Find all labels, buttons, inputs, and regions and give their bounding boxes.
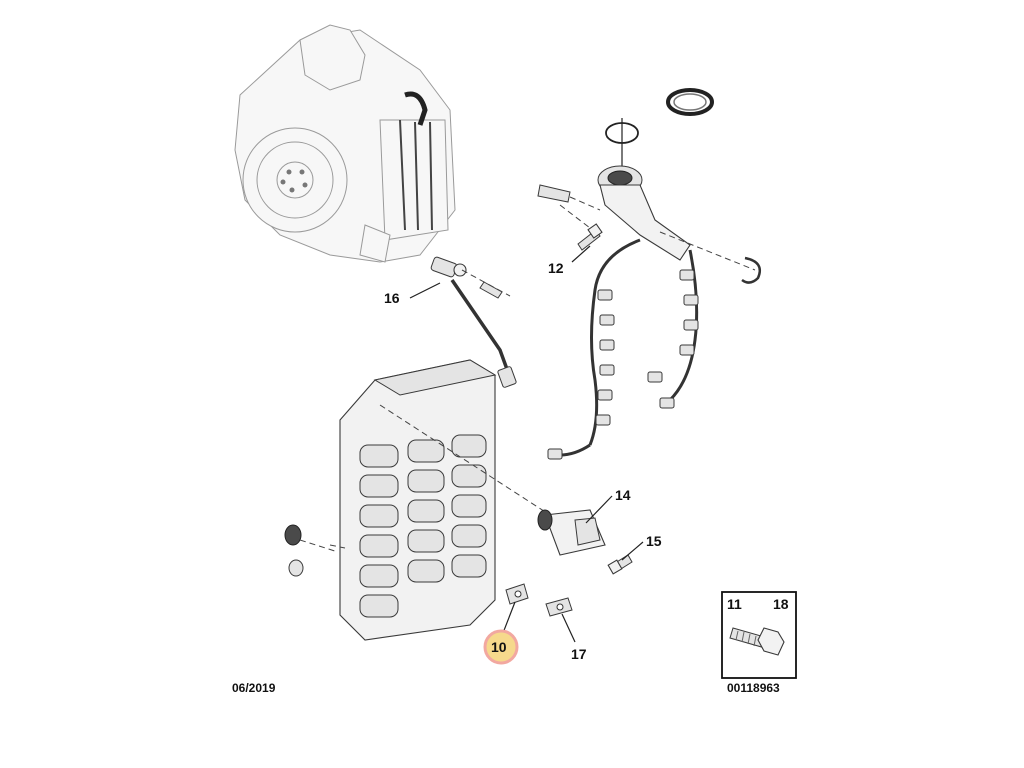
callout-14[interactable]: 14 <box>615 487 631 503</box>
callout-leader-lines <box>409 245 644 643</box>
bolt-part-12 <box>559 204 603 251</box>
callout-15[interactable]: 15 <box>646 533 662 549</box>
transmission-assembly-illustration <box>234 24 456 263</box>
footer-reference: 00118963 <box>727 681 780 695</box>
solenoid-part-14 <box>537 509 606 556</box>
footer-date: 06/2019 <box>232 681 276 695</box>
wiring-harness-assembly <box>537 165 762 460</box>
callout-labels: 16 12 14 15 10 17 <box>384 260 662 665</box>
inset-label-11[interactable]: 11 <box>727 596 742 612</box>
callout-12[interactable]: 12 <box>548 260 564 276</box>
callout-17[interactable]: 17 <box>571 646 587 662</box>
screw-part-15 <box>607 554 633 575</box>
inset-label-18[interactable]: 18 <box>773 596 789 612</box>
clip-part-17 <box>545 597 573 617</box>
speed-sensor-part-16 <box>430 256 517 388</box>
callout-10-highlight <box>483 629 519 665</box>
callout-16[interactable]: 16 <box>384 290 400 306</box>
seal-parts-left <box>284 524 339 577</box>
clip-part-10 <box>505 583 529 605</box>
valve-body-assembly <box>329 359 551 641</box>
callout-10[interactable]: 10 <box>491 639 507 655</box>
inset-bolt-box: 11 18 <box>721 591 797 679</box>
